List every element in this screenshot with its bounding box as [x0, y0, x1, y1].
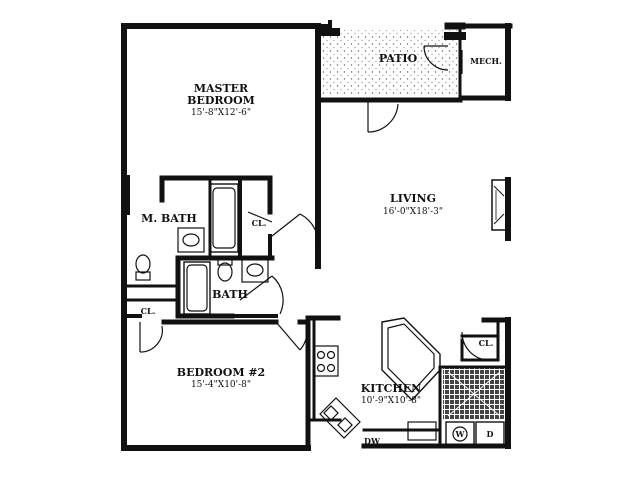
- washer-label: W: [455, 429, 466, 439]
- master-bedroom-label-2: BEDROOM: [187, 94, 255, 107]
- bedroom2-size: 15'-4"X10'-8": [191, 380, 251, 390]
- kitchen-label: KITCHEN: [361, 382, 421, 395]
- living-label: LIVING: [390, 192, 436, 205]
- mech-label: MECH.: [470, 56, 502, 66]
- master-closet-label: CL.: [252, 218, 267, 228]
- kitchen-closet-label: CL.: [479, 338, 494, 348]
- doors: [139, 45, 487, 361]
- hall-closet-label: CL.: [141, 306, 156, 316]
- master-bedroom-size: 15'-8"X12'-6": [191, 108, 251, 118]
- kitchen-fixtures: [313, 317, 505, 447]
- fireplace: [491, 179, 507, 231]
- dryer-label: D: [487, 429, 494, 439]
- dishwasher-label: DW: [364, 436, 381, 446]
- master-bedroom-label-1: MASTER: [194, 82, 249, 95]
- master-bath-label: M. BATH: [141, 212, 197, 225]
- kitchen-size: 10'-9"X10'-8": [361, 396, 421, 406]
- bedroom2-label: BEDROOM #2: [177, 366, 265, 379]
- patio-floor: [320, 30, 460, 95]
- bath-label: BATH: [212, 288, 248, 301]
- patio-label: PATIO: [379, 52, 418, 65]
- living-size: 16'-0"X18'-3": [383, 207, 443, 217]
- bath-fixtures: [135, 183, 269, 315]
